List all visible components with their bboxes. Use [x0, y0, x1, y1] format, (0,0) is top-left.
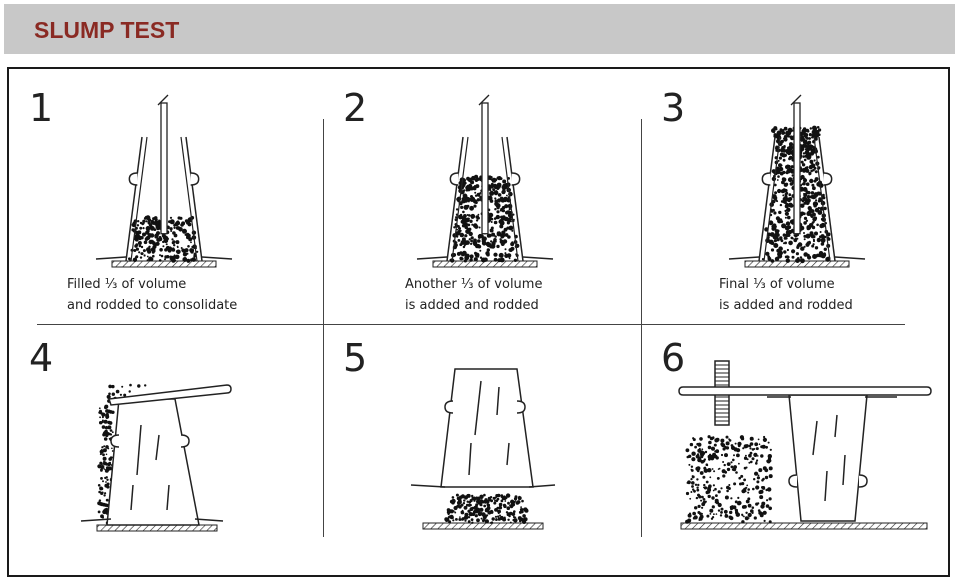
step-2-caption-line-2: is added and rodded — [405, 298, 539, 313]
step-number: 1 — [29, 86, 54, 130]
step-6-panel: 6 — [641, 325, 948, 575]
header-bar: SLUMP TEST — [4, 4, 955, 54]
step-3-caption-line-1: Final ⅓ of volume — [719, 277, 835, 292]
step-1-caption-line-2: and rodded to consolidate — [67, 298, 238, 313]
step-3-caption-line-2: is added and rodded — [719, 298, 853, 313]
cone-filled-full-illustration — [728, 94, 866, 268]
step-2-caption-line-1: Another ⅓ of volume — [405, 277, 543, 292]
step-1-caption-line-1: Filled ⅓ of volume — [67, 277, 187, 292]
step-number: 6 — [661, 336, 686, 380]
step-number: 5 — [343, 336, 368, 380]
cone-filled-one-third-illustration — [95, 94, 233, 268]
strike-off-excess-concrete-illustration — [80, 383, 232, 532]
diagram-frame: 1 Filled ⅓ of volume and rodded to conso… — [7, 67, 950, 577]
step-4-panel: 4 — [9, 325, 323, 575]
step-number: 4 — [29, 336, 54, 380]
vertical-divider-left — [323, 119, 324, 537]
vertical-divider-right — [641, 119, 642, 537]
step-5-panel: 5 — [323, 325, 641, 575]
step-number: 3 — [661, 86, 686, 130]
cone-filled-two-thirds-illustration — [416, 94, 554, 268]
step-number: 2 — [343, 86, 368, 130]
cone-lifted-illustration — [410, 368, 556, 530]
slump-measurement-illustration — [678, 360, 932, 530]
step-3-panel: 3 Final ⅓ of volume is added and rodded — [641, 69, 948, 324]
step-2-panel: 2 Another ⅓ of volume is added and rodde… — [323, 69, 641, 324]
page-title: SLUMP TEST — [34, 17, 180, 43]
horizontal-divider — [37, 324, 905, 325]
step-1-panel: 1 Filled ⅓ of volume and rodded to conso… — [9, 69, 323, 324]
